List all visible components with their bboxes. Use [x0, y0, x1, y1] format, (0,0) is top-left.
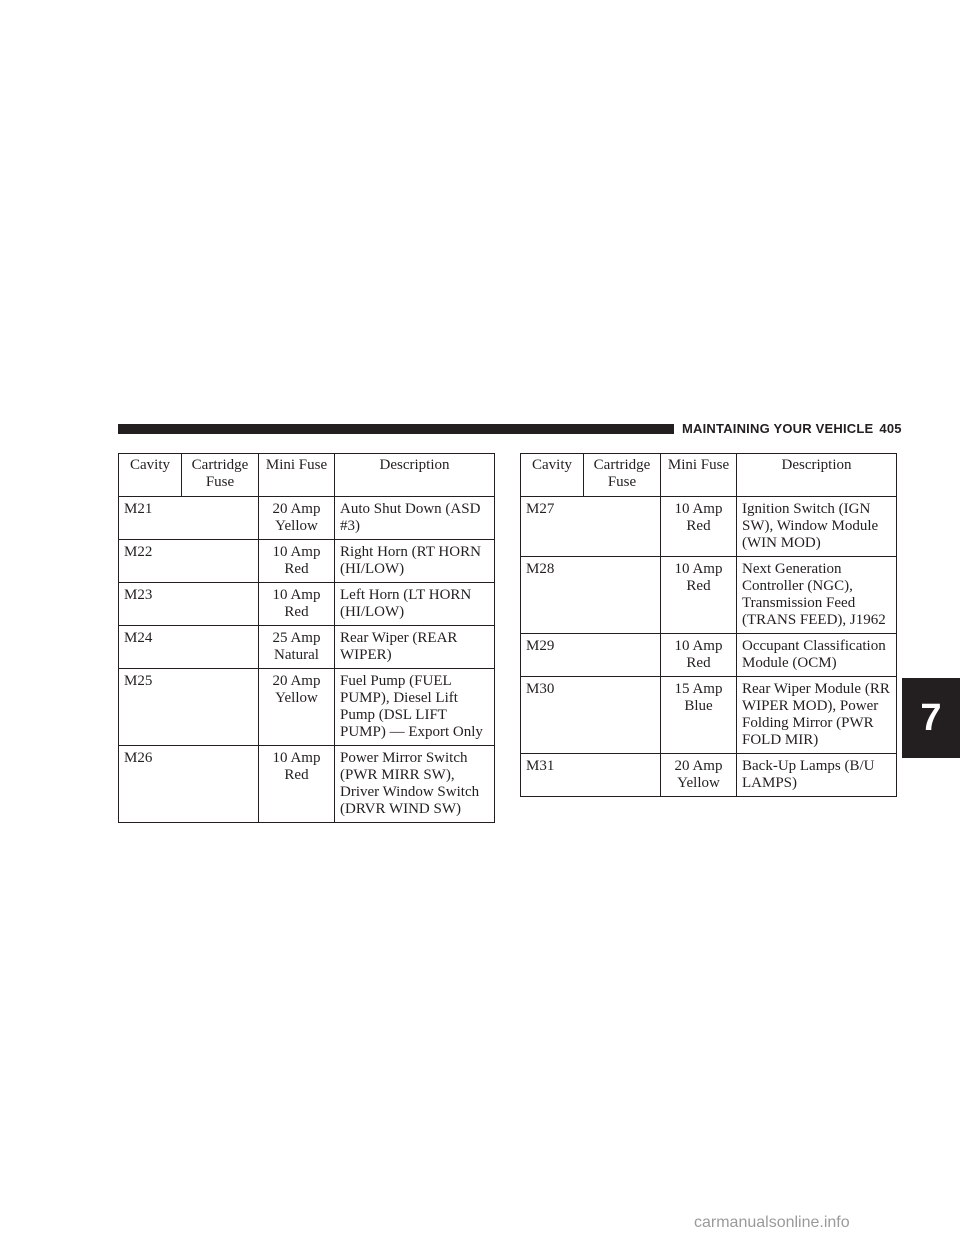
- section-title: MAINTAINING YOUR VEHICLE: [682, 421, 874, 436]
- mini-fuse-cell: 10 Amp Red: [258, 582, 335, 626]
- cavity-cell: M21: [118, 496, 182, 540]
- description-cell: Right Horn (RT HORN (HI/LOW): [334, 539, 495, 583]
- col-header-cartridge-fuse: Cartridge Fuse: [181, 453, 259, 497]
- cartridge-fuse-cell: [583, 753, 661, 797]
- chapter-tab: 7: [902, 678, 960, 758]
- cavity-cell: M25: [118, 668, 182, 746]
- col-header-description: Description: [736, 453, 897, 497]
- cartridge-fuse-cell: [583, 633, 661, 677]
- description-cell: Left Horn (LT HORN (HI/LOW): [334, 582, 495, 626]
- col-header-cartridge-fuse: Cartridge Fuse: [583, 453, 661, 497]
- description-cell: Next Generation Controller (NGC), Transm…: [736, 556, 897, 634]
- running-header: MAINTAINING YOUR VEHICLE 405: [682, 420, 902, 438]
- mini-fuse-cell: 10 Amp Red: [660, 633, 737, 677]
- cartridge-fuse-cell: [181, 539, 259, 583]
- page-number: 405: [879, 421, 902, 436]
- mini-fuse-cell: 20 Amp Yellow: [258, 496, 335, 540]
- fuse-table-left: Cavity Cartridge Fuse Mini Fuse Descript…: [118, 453, 495, 823]
- description-cell: Rear Wiper (REAR WIPER): [334, 625, 495, 669]
- mini-fuse-cell: 10 Amp Red: [258, 539, 335, 583]
- cartridge-fuse-cell: [583, 556, 661, 634]
- col-header-mini-fuse: Mini Fuse: [258, 453, 335, 497]
- cartridge-fuse-cell: [181, 496, 259, 540]
- mini-fuse-cell: 20 Amp Yellow: [258, 668, 335, 746]
- col-header-mini-fuse: Mini Fuse: [660, 453, 737, 497]
- cavity-cell: M31: [520, 753, 584, 797]
- cavity-cell: M28: [520, 556, 584, 634]
- fuse-table-right: Cavity Cartridge Fuse Mini Fuse Descript…: [520, 453, 897, 797]
- description-cell: Back-Up Lamps (B/U LAMPS): [736, 753, 897, 797]
- col-header-description: Description: [334, 453, 495, 497]
- cartridge-fuse-cell: [583, 676, 661, 754]
- cavity-cell: M23: [118, 582, 182, 626]
- table-header-row: Cavity Cartridge Fuse Mini Fuse Descript…: [520, 453, 897, 497]
- col-header-cavity: Cavity: [520, 453, 584, 497]
- cavity-cell: M22: [118, 539, 182, 583]
- mini-fuse-cell: 20 Amp Yellow: [660, 753, 737, 797]
- description-cell: Rear Wiper Module (RR WIPER MOD), Power …: [736, 676, 897, 754]
- description-cell: Fuel Pump (FUEL PUMP), Diesel Lift Pump …: [334, 668, 495, 746]
- cavity-cell: M29: [520, 633, 584, 677]
- mini-fuse-cell: 25 Amp Natural: [258, 625, 335, 669]
- description-cell: Auto Shut Down (ASD #3): [334, 496, 495, 540]
- cartridge-fuse-cell: [181, 625, 259, 669]
- cartridge-fuse-cell: [181, 668, 259, 746]
- mini-fuse-cell: 10 Amp Red: [258, 745, 335, 823]
- cartridge-fuse-cell: [583, 496, 661, 557]
- description-cell: Ignition Switch (IGN SW), Window Module …: [736, 496, 897, 557]
- cavity-cell: M27: [520, 496, 584, 557]
- cavity-cell: M26: [118, 745, 182, 823]
- cartridge-fuse-cell: [181, 582, 259, 626]
- watermark: carmanualsonline.info: [694, 1214, 850, 1231]
- cartridge-fuse-cell: [181, 745, 259, 823]
- header-rule: [118, 424, 674, 434]
- mini-fuse-cell: 15 Amp Blue: [660, 676, 737, 754]
- cavity-cell: M24: [118, 625, 182, 669]
- description-cell: Power Mirror Switch (PWR MIRR SW), Drive…: [334, 745, 495, 823]
- table-header-row: Cavity Cartridge Fuse Mini Fuse Descript…: [118, 453, 495, 497]
- mini-fuse-cell: 10 Amp Red: [660, 556, 737, 634]
- col-header-cavity: Cavity: [118, 453, 182, 497]
- cavity-cell: M30: [520, 676, 584, 754]
- description-cell: Occupant Classification Module (OCM): [736, 633, 897, 677]
- mini-fuse-cell: 10 Amp Red: [660, 496, 737, 557]
